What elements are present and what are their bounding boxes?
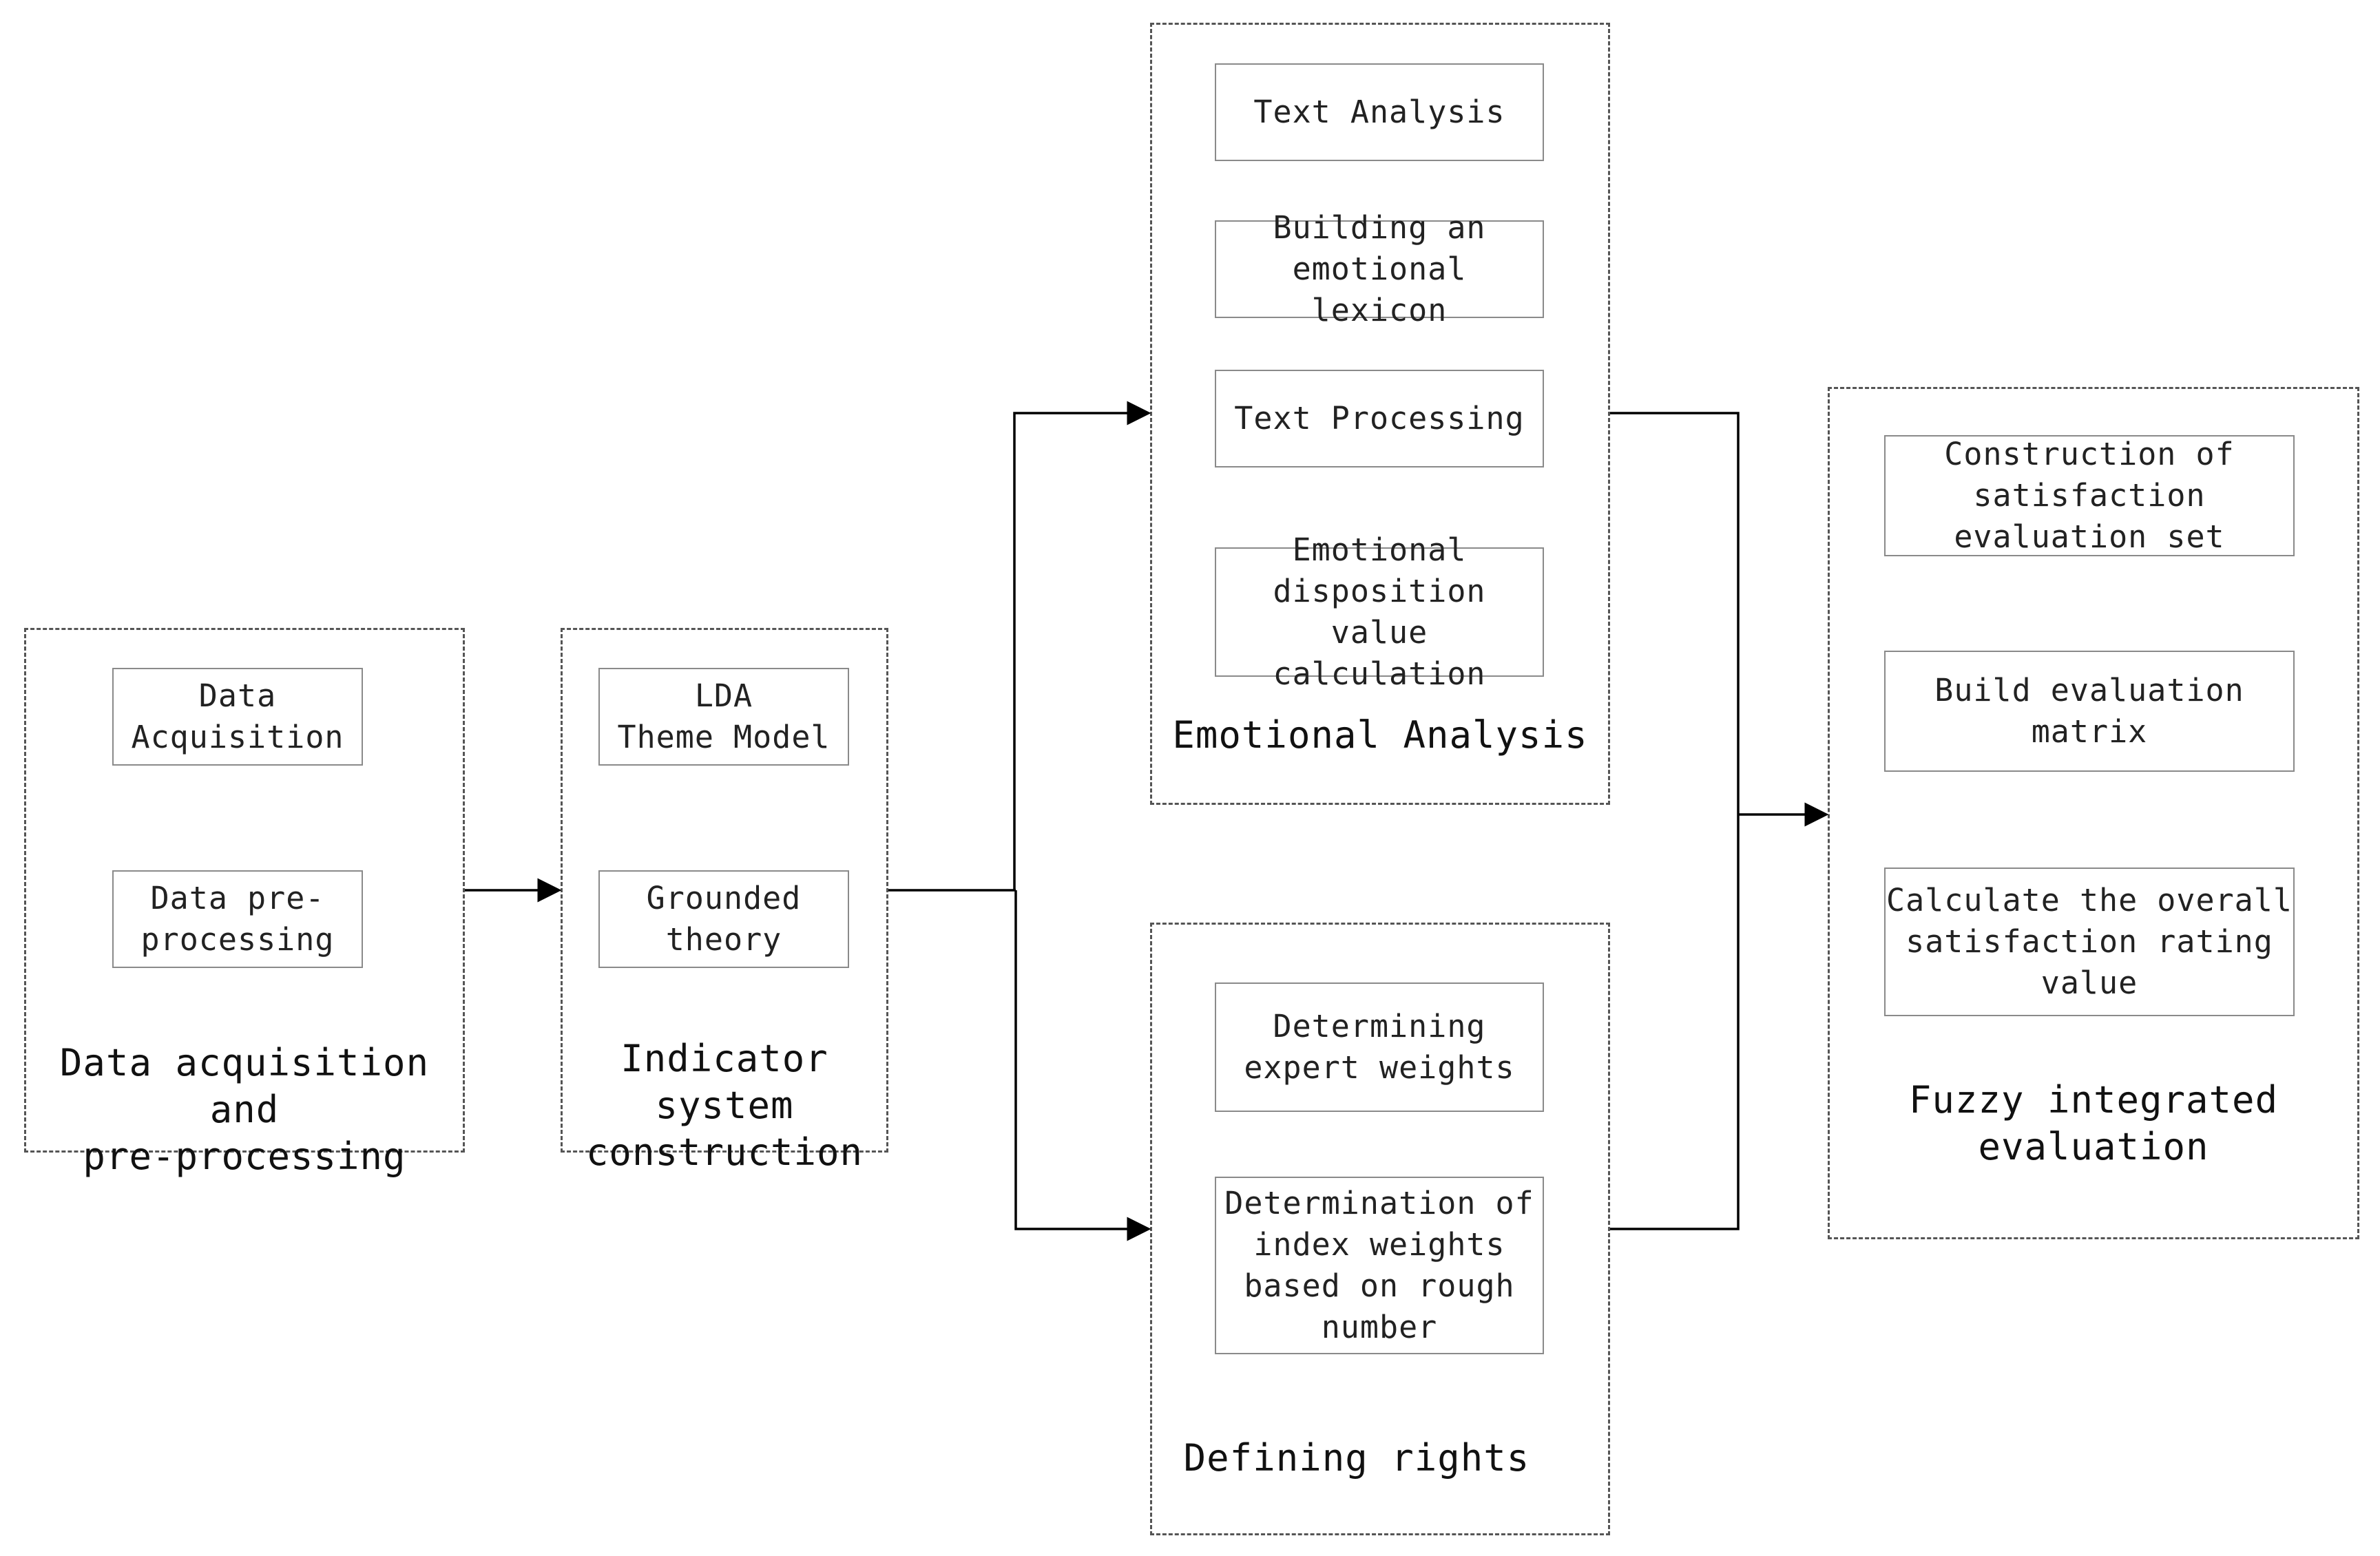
arrow-split-to-rights [1014, 890, 1151, 1241]
title-emotional-analysis: Emotional Analysis [1172, 713, 1588, 757]
box-data-acquisition: Data Acquisition [112, 668, 363, 766]
box-data-pre-processing: Data pre- processing [112, 870, 363, 968]
title-fuzzy-evaluation: Fuzzy integrated evaluation [1908, 1078, 2279, 1168]
group-emotional-analysis [1150, 23, 1610, 805]
group-defining-rights [1150, 923, 1610, 1535]
box-emotional-lexicon: Building an emotional lexicon [1215, 209, 1544, 328]
title-defining-rights: Defining rights [1183, 1436, 1530, 1480]
title-indicator-system: Indicator system construction [585, 1037, 864, 1174]
group-indicator-system [561, 628, 888, 1153]
box-text-analysis: Text Analysis [1215, 63, 1544, 161]
box-evaluation-matrix: Build evaluation matrix [1884, 651, 2295, 772]
title-data-acquisition: Data acquisition and pre-processing [59, 1041, 430, 1178]
box-text-processing: Text Processing [1215, 370, 1544, 467]
line-emotional-to-merge [1610, 412, 1740, 1230]
arrow-split-to-emotional [1013, 401, 1151, 890]
box-grounded-theory: Grounded theory [598, 870, 849, 968]
box-lda-theme-model: LDA Theme Model [598, 668, 849, 766]
box-overall-rating: Calculate the overall satisfaction ratin… [1884, 868, 2295, 1016]
group-fuzzy-evaluation [1828, 387, 2359, 1239]
group-data-acquisition [24, 628, 465, 1153]
box-index-weights: Determination of index weights based on … [1215, 1177, 1544, 1354]
box-satisfaction-set: Construction of satisfaction evaluation … [1884, 435, 2295, 556]
box-expert-weights: Determining expert weights [1215, 982, 1544, 1112]
